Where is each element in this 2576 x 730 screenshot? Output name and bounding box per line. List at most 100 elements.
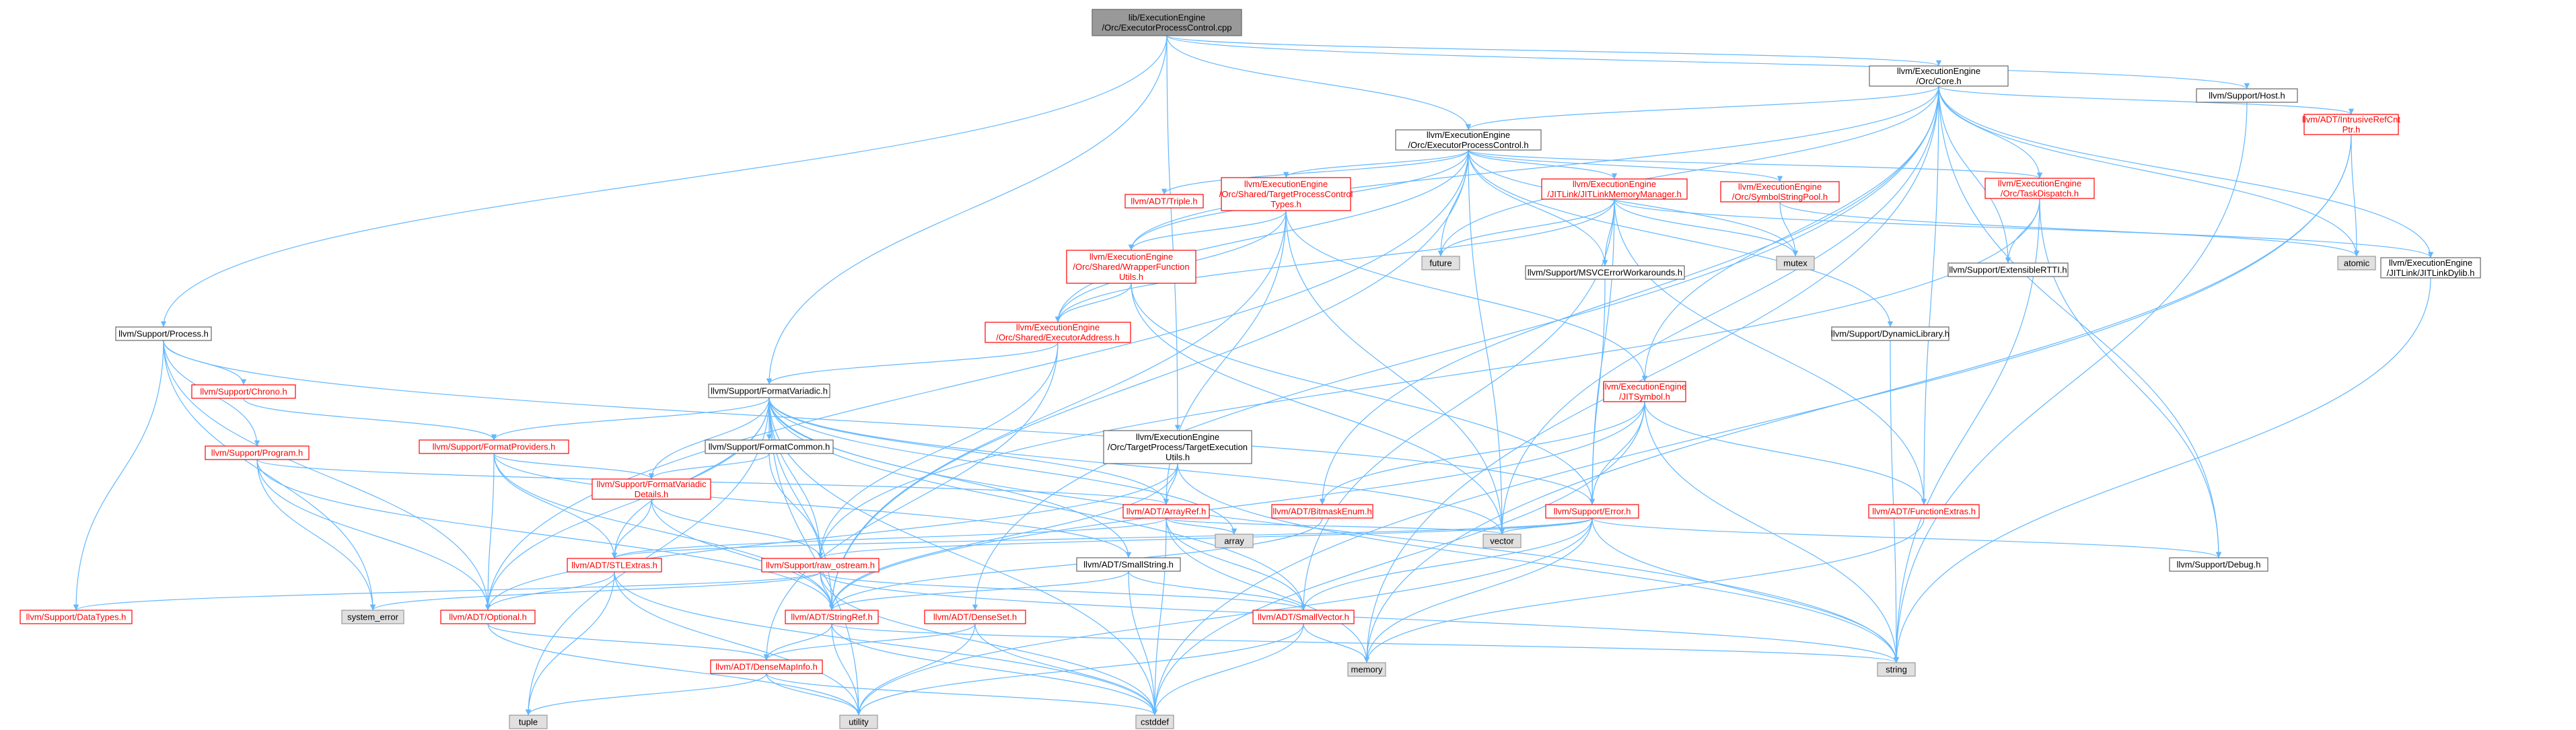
- node-formatvariadic[interactable]: llvm/Support/FormatVariadic.h: [708, 384, 830, 398]
- edge-epc-to-execaddr: [1054, 149, 1469, 323]
- node-densemapinfo[interactable]: llvm/ADT/DenseMapInfo.h: [710, 659, 823, 674]
- edge-formatvardetails-to-stlextras: [611, 499, 652, 559]
- node-label: llvm/Support/Host.h: [2209, 91, 2285, 101]
- node-jitlinkmem[interactable]: llvm/ExecutionEngine/JITLink/JITLinkMemo…: [1541, 178, 1688, 200]
- node-execaddr[interactable]: llvm/ExecutionEngine/Orc/Shared/Executor…: [985, 322, 1131, 343]
- node-label: llvm/ExecutionEngine: [1998, 178, 2081, 188]
- node-box: [567, 558, 662, 573]
- node-jitsymbol[interactable]: llvm/ExecutionEngine/JITSymbol.h: [1603, 381, 1686, 402]
- edge-taskdispatch-to-string: [1893, 198, 2040, 663]
- node-label: llvm/ExecutionEngine: [1603, 381, 1686, 392]
- edge-taskdispatch-to-rawostream: [817, 198, 2040, 559]
- node-cstddef: cstddef: [1135, 715, 1174, 729]
- edge-core-to-denseset: [972, 85, 1939, 611]
- node-extrtti[interactable]: llvm/Support/ExtensibleRTTI.h: [1947, 262, 2069, 277]
- node-box: [592, 478, 711, 500]
- node-label: tuple: [519, 717, 538, 727]
- node-symbolpool[interactable]: llvm/ExecutionEngine/Orc/SymbolStringPoo…: [1720, 181, 1840, 203]
- edge-jitsymbol-to-string: [1644, 401, 1900, 663]
- edge-host-to-string: [1893, 102, 2248, 663]
- dependency-edges: [73, 35, 2434, 716]
- edge-epc-to-stringref: [828, 149, 1469, 611]
- node-box: [1103, 430, 1252, 464]
- edge-stringref-to-cstddef: [831, 623, 1158, 716]
- edge-smallstring-to-smallvector: [1128, 571, 1307, 611]
- node-box: [1525, 265, 1685, 280]
- node-root[interactable]: lib/ExecutionEngine/Orc/ExecutorProcessC…: [1092, 9, 1242, 36]
- edge-arrayref-to-array: [1166, 517, 1238, 535]
- node-label: /Orc/TargetProcess/TargetExecution: [1108, 442, 1248, 452]
- edge-optional-to-densemapinfo: [487, 623, 770, 661]
- edge-formatproviders-to-optional: [485, 453, 495, 611]
- node-systemerror: system_error: [341, 610, 404, 624]
- edge-epc-to-mutex: [1468, 149, 1799, 257]
- node-box: [1221, 177, 1351, 211]
- node-label: llvm/ADT/IntrusiveRefCnt: [2302, 114, 2400, 124]
- node-label: llvm/Support/Process.h: [118, 329, 209, 339]
- node-label: llvm/ExecutionEngine: [1136, 432, 1219, 442]
- edge-rawostream-to-smallvector: [820, 571, 1306, 611]
- node-jitlinkdylib[interactable]: llvm/ExecutionEngine/JITLink/JITLinkDyli…: [2380, 257, 2481, 279]
- edge-stlextras-to-optional: [485, 571, 615, 611]
- edge-formatvariadic-to-optional: [485, 397, 770, 611]
- node-smallvector[interactable]: llvm/ADT/SmallVector.h: [1252, 610, 1355, 624]
- node-label: llvm/ADT/STLExtras.h: [571, 560, 657, 571]
- edge-root-to-tpexec: [1166, 35, 1181, 431]
- node-tpctypes[interactable]: llvm/ExecutionEngine/Orc/Shared/TargetPr…: [1219, 177, 1353, 211]
- node-program[interactable]: llvm/Support/Program.h: [205, 445, 310, 460]
- node-box: [1947, 262, 2069, 277]
- node-stringref[interactable]: llvm/ADT/StringRef.h: [785, 610, 879, 624]
- edge-arrayref-to-vector: [1166, 517, 1505, 535]
- edge-intrusive-to-cstddef: [1151, 134, 2352, 716]
- node-datatypes[interactable]: llvm/Support/DataTypes.h: [20, 610, 133, 624]
- edge-formatproviders-to-smallstring: [493, 453, 1132, 558]
- node-functionextras[interactable]: llvm/ADT/FunctionExtras.h: [1868, 504, 1980, 519]
- edge-epc-to-jitlinkmem: [1468, 149, 1618, 180]
- node-stlextras[interactable]: llvm/ADT/STLExtras.h: [567, 558, 662, 573]
- node-debug[interactable]: llvm/Support/Debug.h: [2169, 557, 2268, 572]
- node-box: [1869, 65, 2009, 87]
- edge-intrusive-to-memory: [1363, 134, 2352, 663]
- node-taskdispatch[interactable]: llvm/ExecutionEngine/Orc/TaskDispatch.h: [1984, 178, 2095, 199]
- edge-process-to-optional: [163, 340, 491, 611]
- node-label: system_error: [347, 612, 399, 622]
- node-epc[interactable]: llvm/ExecutionEngine/Orc/ExecutorProcess…: [1395, 129, 1542, 151]
- node-arrayref[interactable]: llvm/ADT/ArrayRef.h: [1122, 504, 1210, 519]
- edge-jitlinkdylib-to-string: [1893, 277, 2431, 663]
- node-dynlib[interactable]: llvm/Support/DynamicLibrary.h: [1831, 326, 1949, 341]
- node-box: [1482, 534, 1522, 548]
- node-optional[interactable]: llvm/ADT/Optional.h: [440, 610, 536, 624]
- node-box: [761, 558, 880, 573]
- node-wrapperfn[interactable]: llvm/ExecutionEngine/Orc/Shared/WrapperF…: [1066, 250, 1196, 284]
- edge-chrono-to-formatproviders: [243, 398, 497, 441]
- edge-denseset-to-cstddef: [974, 623, 1158, 716]
- node-core[interactable]: llvm/ExecutionEngine/Orc/Core.h: [1869, 65, 2009, 87]
- node-box: [1066, 250, 1196, 284]
- edge-core-to-vector: [1499, 85, 1939, 535]
- node-formatcommon[interactable]: llvm/Support/FormatCommon.h: [705, 439, 834, 454]
- node-rawostream[interactable]: llvm/Support/raw_ostream.h: [761, 558, 880, 573]
- node-error[interactable]: llvm/Support/Error.h: [1545, 504, 1639, 519]
- node-bitmaskenum[interactable]: llvm/ADT/BitmaskEnum.h: [1271, 504, 1373, 519]
- node-host[interactable]: llvm/Support/Host.h: [2196, 88, 2298, 103]
- edge-arrayref-to-memory: [1166, 517, 1370, 663]
- node-denseset[interactable]: llvm/ADT/DenseSet.h: [924, 610, 1026, 624]
- node-formatproviders[interactable]: llvm/Support/FormatProviders.h: [419, 439, 569, 454]
- node-label: llvm/Support/DataTypes.h: [26, 612, 127, 622]
- node-box: [1545, 504, 1639, 519]
- edge-formatvariadic-to-cstddef: [768, 397, 1158, 716]
- node-process[interactable]: llvm/Support/Process.h: [115, 326, 212, 341]
- node-tpexec[interactable]: llvm/ExecutionEngine/Orc/TargetProcess/T…: [1103, 430, 1252, 464]
- node-triple[interactable]: llvm/ADT/Triple.h: [1124, 194, 1204, 209]
- node-msvcerr[interactable]: llvm/Support/MSVCErrorWorkarounds.h: [1525, 265, 1685, 280]
- node-smallstring[interactable]: llvm/ADT/SmallString.h: [1076, 557, 1181, 572]
- edge-core-to-jitlinkdylib: [1938, 85, 2434, 258]
- edge-formatproviders-to-formatvardetails: [493, 453, 655, 480]
- node-box: [1395, 129, 1542, 151]
- edge-smallstring-to-cstddef: [1128, 571, 1158, 716]
- edge-epc-to-symbolpool: [1468, 149, 1783, 182]
- node-chrono[interactable]: llvm/Support/Chrono.h: [191, 384, 296, 399]
